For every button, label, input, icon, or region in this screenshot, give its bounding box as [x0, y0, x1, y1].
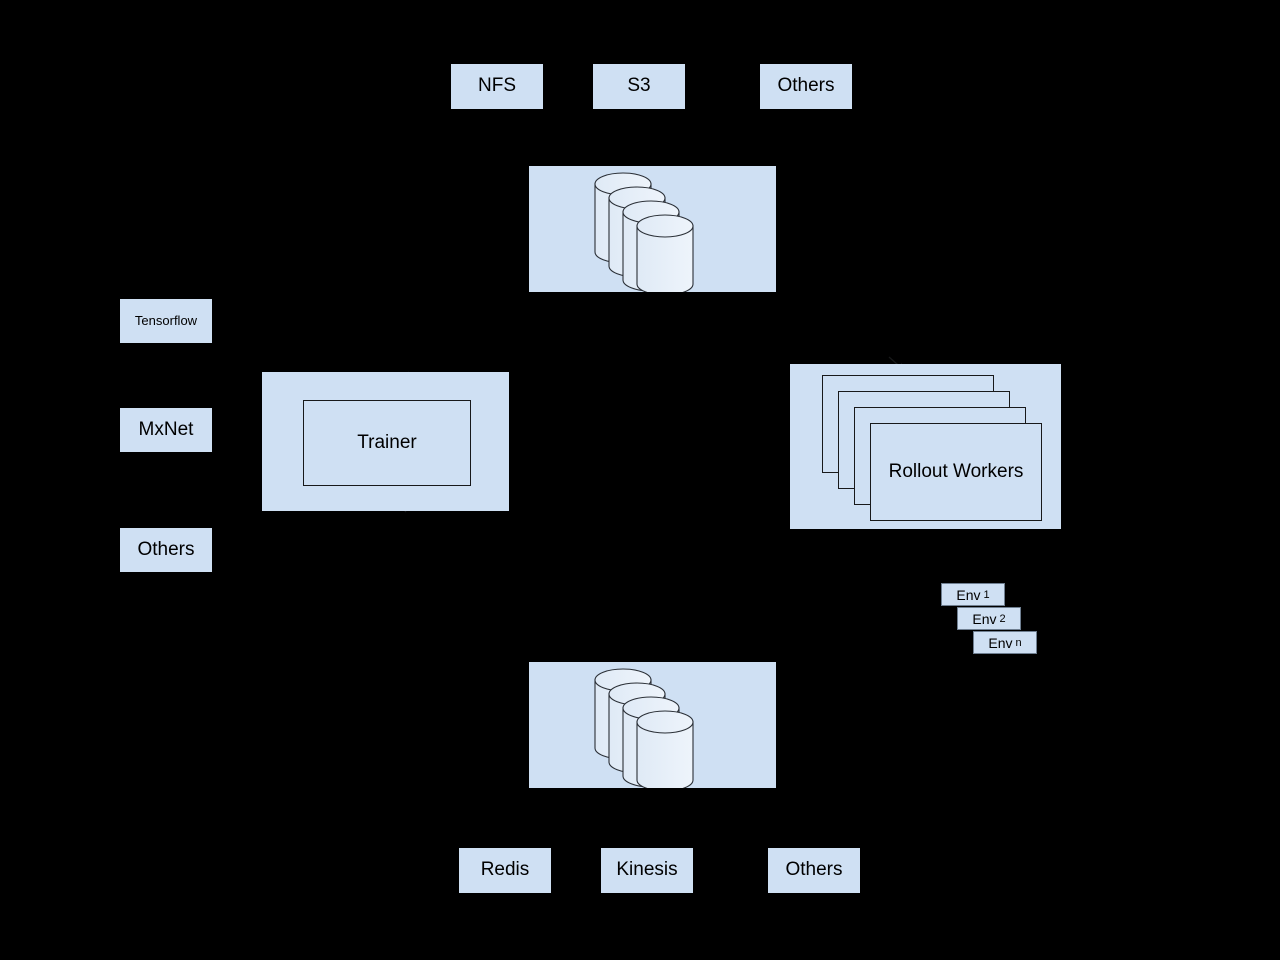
storage-backend-nfs[interactable]: NFS	[451, 64, 543, 109]
env-box-n-label: Env	[988, 634, 1013, 651]
stream-backend-others[interactable]: Others	[768, 848, 860, 893]
env-box-1[interactable]: Env 1	[941, 583, 1005, 606]
framework-others[interactable]: Others	[120, 528, 212, 572]
experience-storage-panel	[529, 662, 776, 788]
framework-tensorflow[interactable]: Tensorflow	[120, 299, 212, 343]
stream-backend-redis[interactable]: Redis	[459, 848, 551, 893]
env-box-1-label: Env	[956, 586, 981, 603]
storage-backend-others-label: Others	[777, 75, 835, 97]
stream-backend-kinesis[interactable]: Kinesis	[601, 848, 693, 893]
trainer-box[interactable]: Trainer	[303, 400, 471, 486]
rollout-workers-label: Rollout Workers	[888, 461, 1024, 482]
env-box-n[interactable]: Env n	[973, 631, 1037, 654]
rollout-workers-box[interactable]: Rollout Workers	[870, 423, 1042, 521]
env-box-2[interactable]: Env 2	[957, 607, 1021, 630]
storage-backend-nfs-label: NFS	[478, 75, 516, 97]
storage-backend-s3-label: S3	[627, 75, 651, 97]
model-storage-panel	[529, 166, 776, 292]
storage-backend-others[interactable]: Others	[760, 64, 852, 109]
env-box-2-number: 2	[999, 612, 1006, 625]
stream-backend-kinesis-label: Kinesis	[616, 859, 678, 881]
env-box-n-number: n	[1015, 636, 1022, 649]
cylinder-stack-icon-bottom	[594, 668, 694, 788]
framework-tensorflow-label: Tensorflow	[134, 312, 198, 328]
env-box-1-number: 1	[983, 588, 990, 601]
cylinder-stack-icon-top	[594, 172, 694, 292]
stream-backend-others-label: Others	[785, 859, 843, 881]
framework-others-label: Others	[137, 538, 195, 560]
stream-backend-redis-label: Redis	[480, 859, 530, 881]
framework-mxnet-label: MxNet	[138, 418, 194, 440]
env-box-2-label: Env	[972, 610, 997, 627]
storage-backend-s3[interactable]: S3	[593, 64, 685, 109]
trainer-label: Trainer	[357, 432, 417, 453]
framework-mxnet[interactable]: MxNet	[120, 408, 212, 452]
